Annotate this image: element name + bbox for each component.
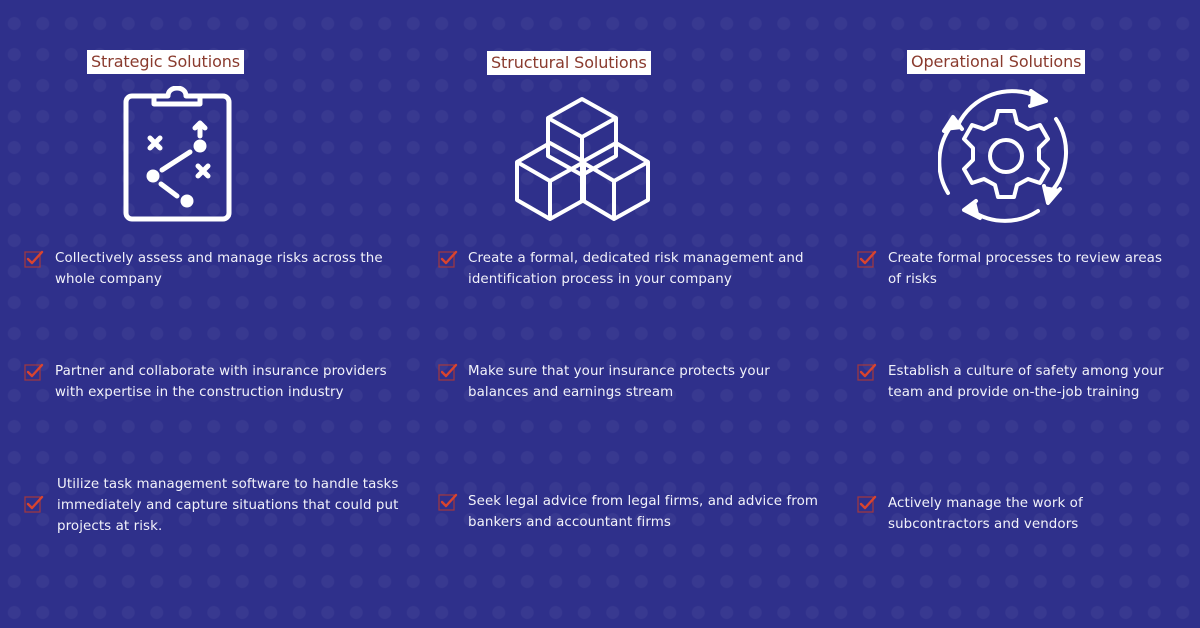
stacked-cubes-icon	[515, 97, 650, 221]
strategic-solutions-title: Strategic Solutions	[87, 50, 245, 74]
checkbox-icon	[438, 493, 458, 511]
structural-item-3: Seek legal advice from legal firms, and …	[468, 494, 819, 530]
operational-item-1: Create formal processes to review areas …	[888, 251, 1163, 287]
checkbox-icon	[857, 495, 877, 513]
checkbox-icon	[857, 363, 877, 381]
structural-item-2: Make sure that your insurance protects y…	[468, 364, 770, 400]
clipboard-strategy-icon	[123, 86, 232, 222]
checkbox-icon	[24, 250, 44, 268]
checkbox-icon	[24, 363, 44, 381]
operational-item-3: Actively manage the work of subcontracto…	[888, 496, 1083, 532]
checkbox-icon	[24, 495, 44, 513]
operational-solutions-title: Operational Solutions	[907, 50, 1086, 74]
strategic-item-1: Collectively assess and manage risks acr…	[55, 251, 383, 287]
structural-solutions-title: Structural Solutions	[487, 51, 651, 75]
operational-item-2: Establish a culture of safety among your…	[888, 364, 1164, 400]
strategic-item-2: Partner and collaborate with insurance p…	[55, 364, 387, 400]
structural-item-1: Create a formal, dedicated risk manageme…	[468, 251, 804, 287]
strategic-item-3: Utilize task management software to hand…	[57, 477, 399, 534]
checkbox-icon	[438, 363, 458, 381]
checkbox-icon	[857, 250, 877, 268]
checkbox-icon	[438, 250, 458, 268]
gear-cycle-icon	[938, 89, 1068, 223]
